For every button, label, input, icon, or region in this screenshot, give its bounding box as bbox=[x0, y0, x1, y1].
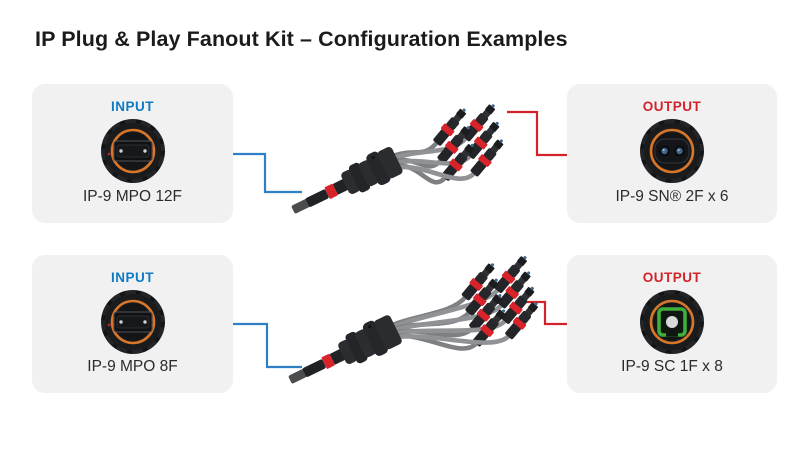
input-role-label: INPUT bbox=[111, 99, 154, 114]
fanout-leg-connector bbox=[437, 126, 471, 164]
fanout-legs bbox=[378, 104, 504, 185]
output-connector-label: IP-9 SN® 2F x 6 bbox=[615, 188, 729, 205]
cable-body bbox=[291, 147, 403, 214]
input-connection-line bbox=[233, 152, 302, 194]
fanout-leg-connector bbox=[470, 139, 504, 177]
output-connection-line bbox=[527, 300, 567, 326]
sc-connector-icon bbox=[640, 289, 704, 354]
fanout-leg-connector bbox=[466, 121, 500, 159]
fanout-leg-connector bbox=[501, 286, 535, 324]
fanout-leg-connector bbox=[462, 104, 496, 142]
fanout-leg-connector bbox=[469, 294, 502, 332]
mpo-connector-icon bbox=[100, 119, 165, 183]
fanout-leg-connector bbox=[465, 278, 499, 316]
input-connector-label: IP-9 MPO 8F bbox=[87, 358, 178, 375]
output-card-row1: OUTPUT IP-9 SN® 2F x 6 bbox=[567, 84, 777, 223]
output-role-label: OUTPUT bbox=[642, 270, 702, 285]
page-title: IP Plug & Play Fanout Kit – Configuratio… bbox=[35, 27, 568, 51]
input-card-row2: INPUT IP-9 MPO 8F bbox=[32, 255, 233, 393]
output-card-row2: OUTPUT IP-9 SC 1F x 8 bbox=[567, 255, 777, 393]
mpo-connector-icon bbox=[100, 289, 165, 354]
fanout-leg-connector bbox=[461, 263, 495, 301]
fanout-cable-image-row1 bbox=[233, 104, 567, 214]
input-card-row1: INPUT IP-9 MPO 12F bbox=[32, 84, 233, 223]
fanout-leg-connector bbox=[494, 256, 527, 294]
fanout-leg-connector bbox=[497, 271, 531, 309]
fanout-cable-image-row2 bbox=[233, 256, 567, 384]
input-role-label: INPUT bbox=[111, 270, 154, 285]
output-connection-line bbox=[507, 110, 567, 157]
input-connection-line bbox=[233, 322, 302, 369]
sn-duplex-connector-icon bbox=[640, 119, 704, 183]
cable-body bbox=[288, 315, 402, 384]
output-role-label: OUTPUT bbox=[642, 99, 702, 114]
fanout-leg-connector bbox=[505, 302, 538, 340]
fanout-legs bbox=[375, 256, 538, 351]
input-connector-label: IP-9 MPO 12F bbox=[82, 188, 183, 205]
fanout-leg-connector bbox=[433, 108, 467, 146]
output-connector-label: IP-9 SC 1F x 8 bbox=[621, 358, 723, 375]
